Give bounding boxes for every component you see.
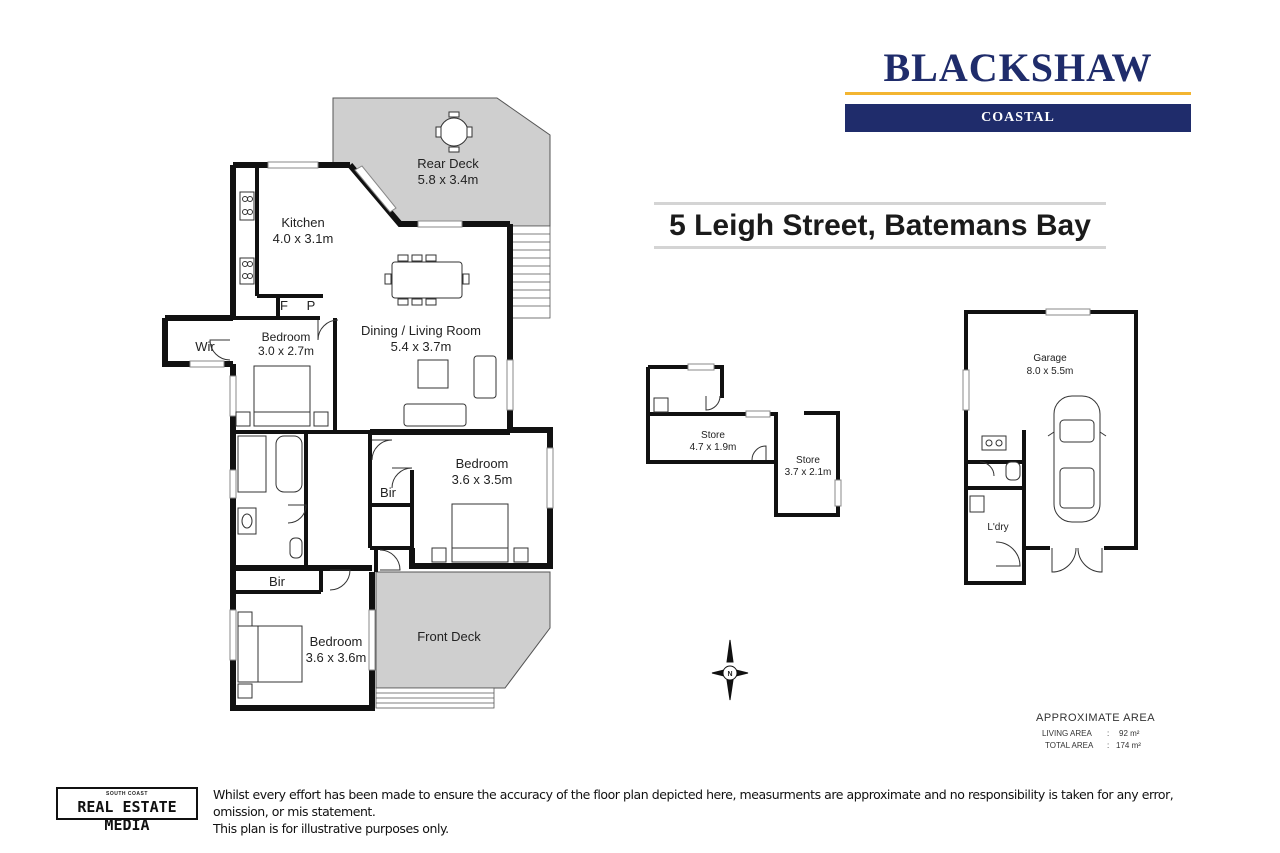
address-rule-bottom [654, 246, 1106, 249]
brand-logo-wordmark: BLACKSHAW [883, 45, 1153, 90]
total-area-sep: : [1107, 741, 1110, 750]
bir1-label: Bir [380, 485, 397, 500]
store-doors [705, 395, 767, 461]
car-icon [1047, 395, 1107, 523]
garage-fixtures [969, 435, 1021, 513]
brand-logo-rule [845, 92, 1191, 95]
store1-size: 4.7 x 1.9m [690, 442, 737, 453]
disclaimer-line-2: This plan is for illustrative purposes o… [213, 821, 449, 836]
kitchen-label: Kitchen [281, 215, 324, 230]
logo-name: REAL ESTATE MEDIA [77, 798, 177, 834]
outdoor-table [435, 111, 473, 153]
dining-size: 5.4 x 3.7m [391, 339, 452, 354]
bedroom2-label: Bedroom [456, 456, 509, 471]
bedroom1-size: 3.0 x 2.7m [258, 344, 314, 358]
kitchen-size: 4.0 x 3.1m [273, 231, 334, 246]
front-deck-label: Front Deck [417, 629, 481, 644]
beds [235, 365, 529, 699]
garage-label: Garage [1033, 353, 1067, 364]
pantry-label: P [307, 298, 316, 313]
garage-size: 8.0 x 5.5m [1027, 366, 1074, 377]
bir2-label: Bir [269, 574, 286, 589]
disclaimer: Whilst every effort has been made to ens… [213, 786, 1223, 837]
garage-windows [962, 308, 1091, 411]
bedroom1-label: Bedroom [262, 330, 311, 344]
store-walls [646, 365, 840, 517]
bedroom3-label: Bedroom [310, 634, 363, 649]
kitchen-appliances [239, 191, 255, 285]
property-address: 5 Leigh Street, Batemans Bay [669, 209, 1091, 242]
front-deck [375, 571, 551, 689]
store-sink [653, 397, 669, 413]
rear-deck-size: 5.8 x 3.4m [418, 172, 479, 187]
compass-icon [711, 639, 749, 701]
logo-tagline: SOUTH COAST [106, 791, 148, 797]
store1-label: Store [701, 430, 725, 441]
rear-deck-stairs [509, 225, 551, 319]
interior-walls [233, 165, 414, 594]
laundry-label: L'dry [987, 522, 1008, 533]
address-rule-top [654, 202, 1106, 205]
living-area-value: 92 m² [1119, 729, 1140, 738]
store2-label: Store [796, 455, 820, 466]
total-area-value: 174 m² [1116, 741, 1141, 750]
store-windows [687, 363, 842, 507]
front-deck-stairs [375, 687, 495, 709]
bedroom2-size: 3.6 x 3.5m [452, 472, 513, 487]
rear-deck-label: Rear Deck [417, 156, 479, 171]
living-area-label: LIVING AREA [1042, 729, 1092, 738]
dining-label: Dining / Living Room [361, 323, 481, 338]
total-area-label: TOTAL AREA [1045, 741, 1094, 750]
wir-label: Wir [195, 339, 215, 354]
door-swings [209, 319, 413, 591]
real-estate-media-logo: SOUTH COAST REAL ESTATE MEDIA [56, 787, 198, 834]
compass-north-label: N [727, 671, 732, 678]
fridge-label: F [280, 298, 288, 313]
garage-doors [979, 461, 1103, 573]
bathroom-fixtures [237, 435, 303, 559]
living-furniture [403, 355, 497, 427]
living-area-sep: : [1107, 729, 1110, 738]
store2-size: 3.7 x 2.1m [785, 467, 832, 478]
dining-table [384, 254, 470, 306]
garage-walls [964, 310, 1138, 585]
brand-logo-subtitle: COASTAL [845, 104, 1191, 132]
area-title: APPROXIMATE AREA [1036, 712, 1156, 724]
disclaimer-line-1: Whilst every effort has been made to ens… [213, 787, 1174, 819]
windows [189, 161, 554, 671]
bedroom3-size: 3.6 x 3.6m [306, 650, 367, 665]
